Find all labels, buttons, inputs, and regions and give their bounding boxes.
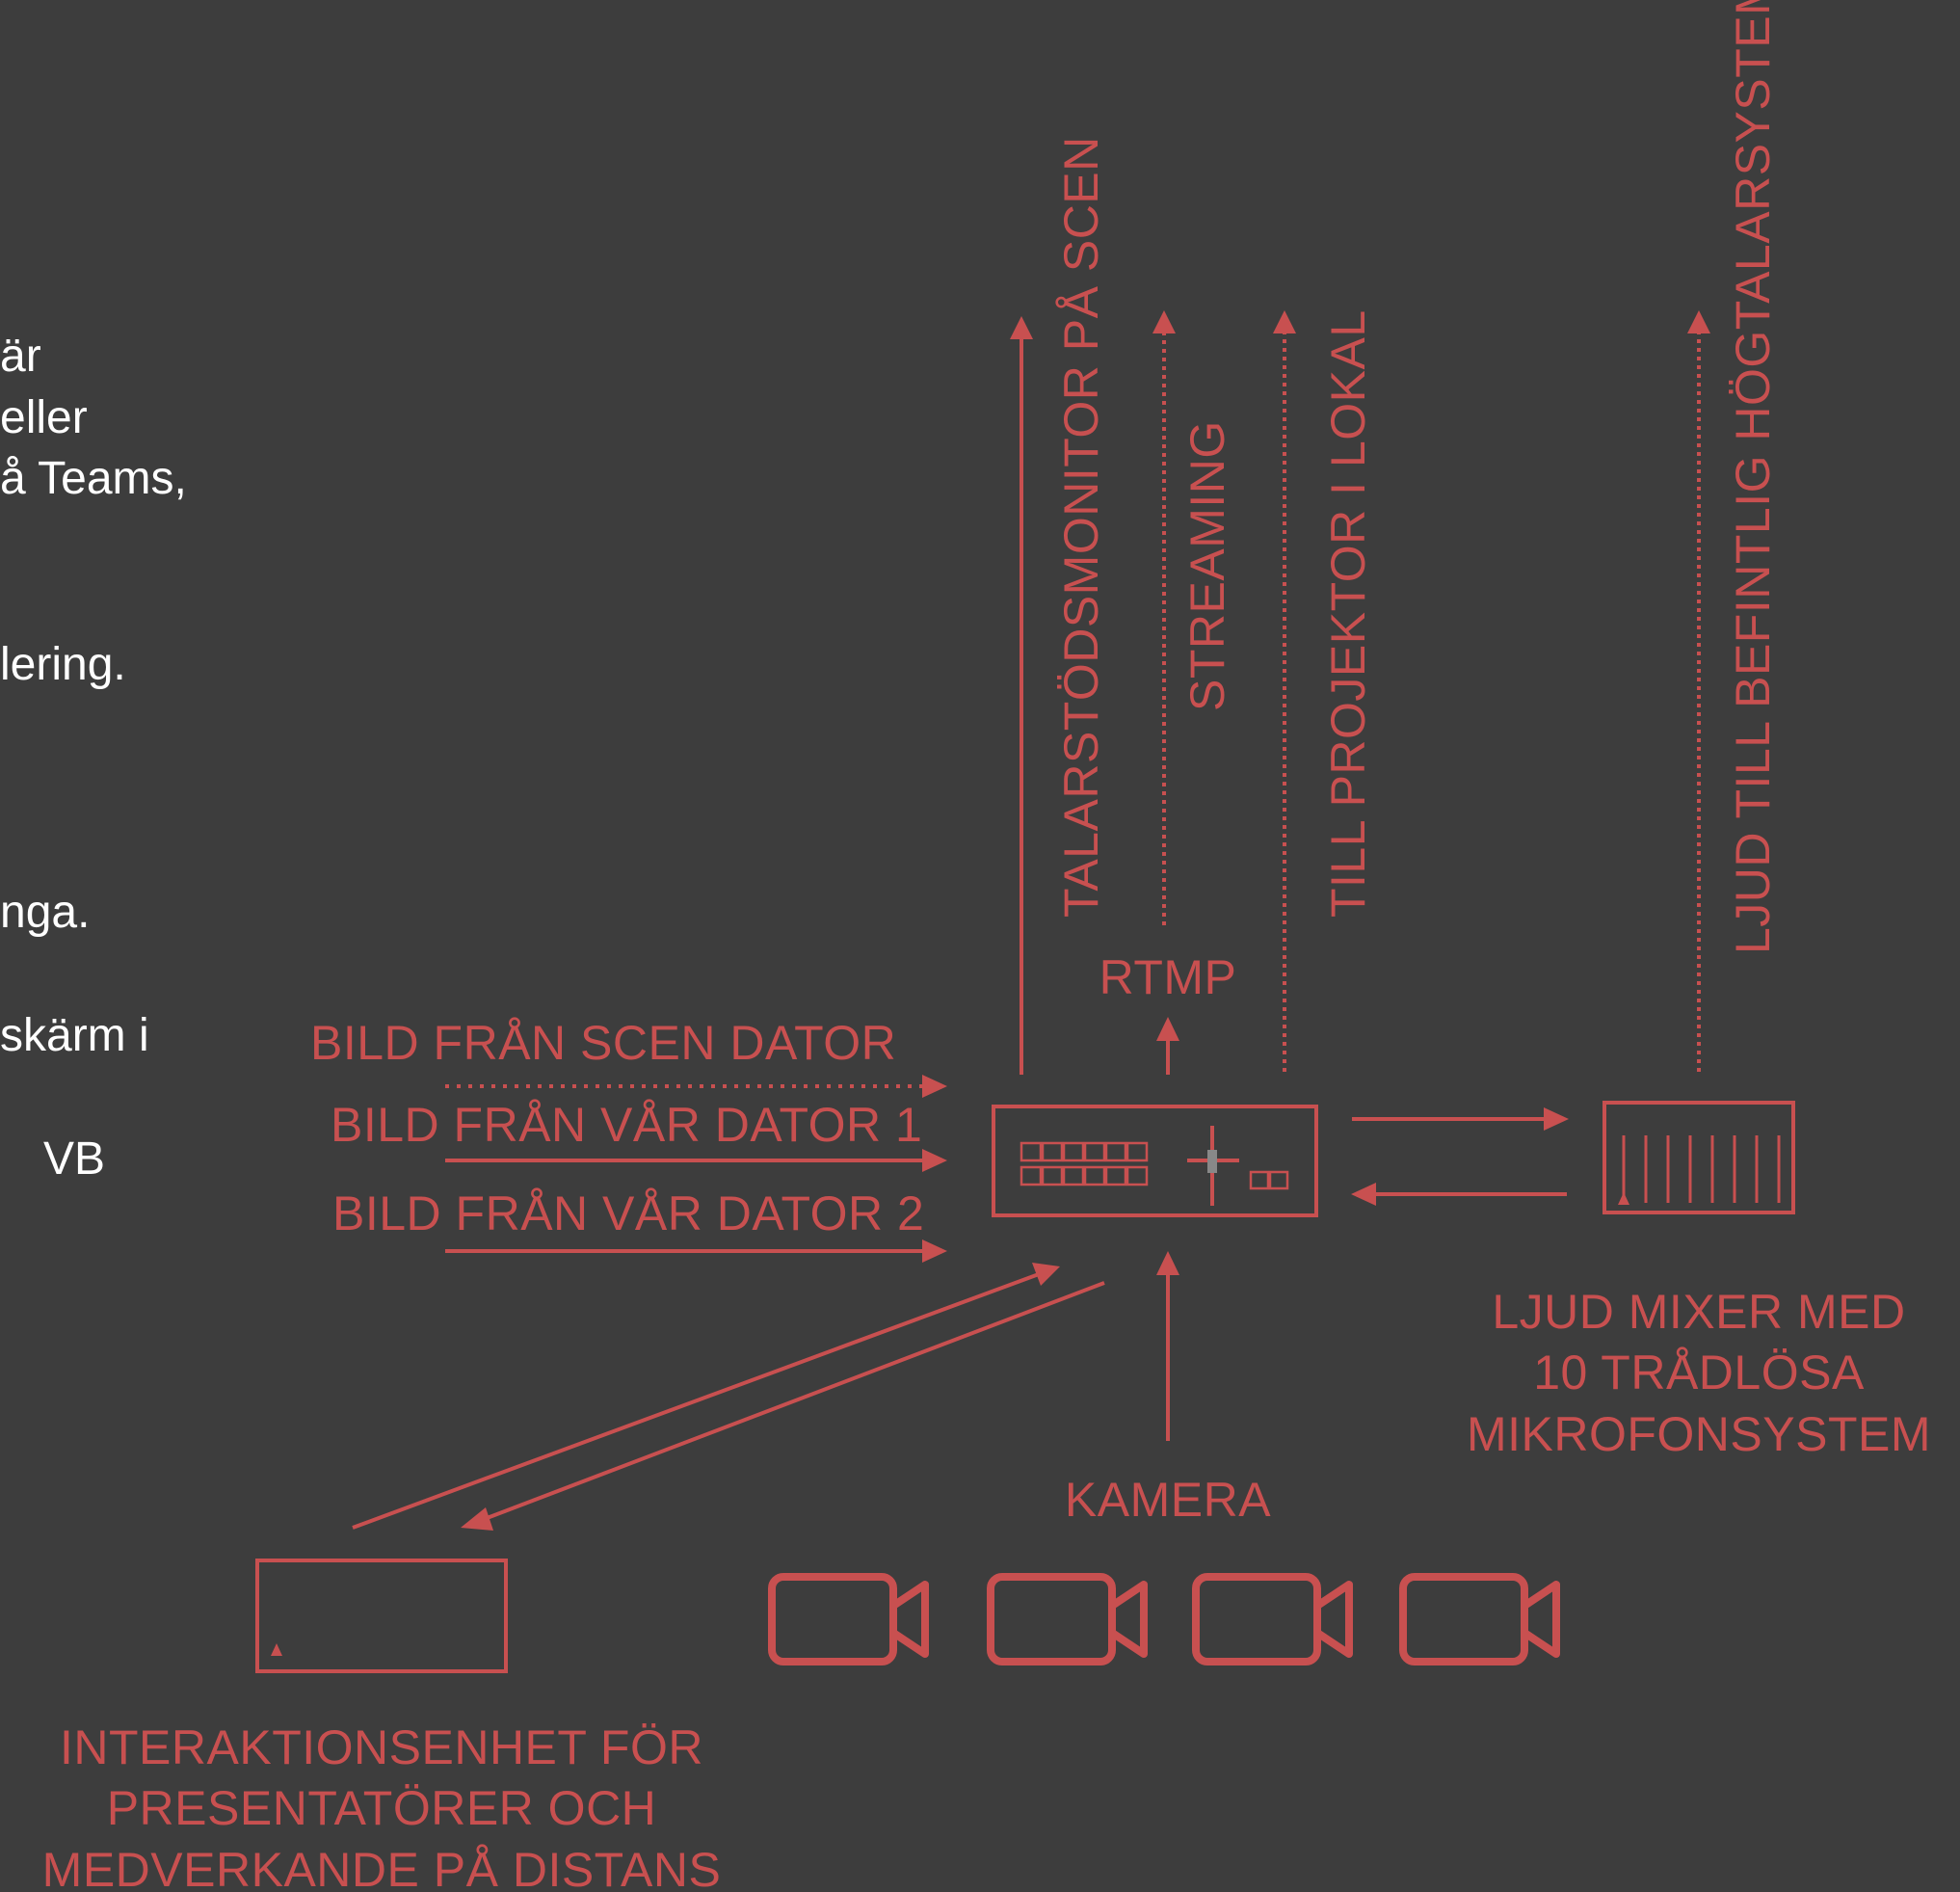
audio-mixer-icon [1602, 1101, 1795, 1214]
arrow-audio-to-switcher [1351, 1183, 1567, 1206]
projector-label: TILL PROJEKTOR I LOKAL [1321, 309, 1375, 918]
side-paragraph: är eller å Teams, lering. nga. skärm i V… [0, 331, 187, 1185]
side-fragment-7: VB [43, 1133, 105, 1185]
camera-icon [1399, 1573, 1560, 1665]
interaction-unit-icon [255, 1559, 508, 1673]
rtmp-arrow [1156, 1017, 1179, 1075]
audio-mixer-label: LJUD MIXER MED 10 TRÅDLÖSA MIKROFONSYSTE… [1467, 1285, 1931, 1461]
input-label-our-computer-2: BILD FRÅN VÅR DATOR 2 [332, 1186, 924, 1240]
side-fragment-2: eller [0, 392, 88, 443]
side-fragment-4: lering. [0, 639, 126, 690]
side-fragment-6: skärm i [0, 1010, 149, 1061]
interaction-label-line-1: INTERAKTIONSENHET FÖR [60, 1720, 703, 1774]
audio-mixer-label-line-1: LJUD MIXER MED [1492, 1285, 1905, 1339]
camera-row [768, 1573, 1560, 1665]
audio-mixer-label-line-2: 10 TRÅDLÖSA [1533, 1346, 1865, 1399]
streaming-label: STREAMING [1180, 420, 1234, 711]
projector-output-arrow [1273, 310, 1296, 1072]
switcher-to-interaction-arrow [461, 1281, 1105, 1531]
audio-system-output-arrow [1687, 310, 1710, 1072]
side-fragment-5: nga. [0, 887, 90, 938]
side-fragment-1: är [0, 331, 41, 382]
switcher-buttons [1020, 1141, 1149, 1186]
audio-system-label: LJUD TILL BEFINTLIG HÖGTALARSYSTEM [1726, 0, 1780, 954]
rtmp-label: RTMP [1099, 950, 1237, 1004]
arrow-switcher-to-audio [1352, 1107, 1569, 1131]
interaction-label-line-2: PRESENTATÖRER OCH [107, 1781, 657, 1835]
prompter-label: TALARSTÖDSMONITOR PÅ SCEN [1054, 136, 1108, 918]
interaction-to-switcher-arrow [352, 1263, 1060, 1530]
prompter-output-arrow [1010, 316, 1033, 1075]
camera-label: KAMERA [1065, 1473, 1271, 1527]
side-fragment-3: å Teams, [0, 453, 187, 504]
input-arrow-our-computer-2 [445, 1239, 947, 1263]
interaction-unit-label: INTERAKTIONSENHET FÖR PRESENTATÖRER OCH … [42, 1720, 722, 1892]
camera-to-switcher-arrow [1156, 1251, 1179, 1441]
input-arrow-our-computer-1 [445, 1149, 947, 1172]
streaming-output-arrow [1152, 310, 1176, 925]
input-arrow-stage-computer [445, 1075, 947, 1098]
camera-icon [1192, 1573, 1353, 1665]
input-label-stage-computer: BILD FRÅN SCEN DATOR [310, 1016, 896, 1070]
camera-icon [987, 1573, 1148, 1665]
diagram-elements: TALARSTÖDSMONITOR PÅ SCEN STREAMING TILL… [42, 0, 1931, 1892]
audio-mixer-label-line-3: MIKROFONSYSTEM [1467, 1407, 1931, 1461]
interaction-label-line-3: MEDVERKANDE PÅ DISTANS [42, 1843, 722, 1892]
input-label-our-computer-1: BILD FRÅN VÅR DATOR 1 [331, 1098, 922, 1152]
video-switcher-icon [992, 1105, 1318, 1217]
camera-icon [768, 1573, 929, 1665]
